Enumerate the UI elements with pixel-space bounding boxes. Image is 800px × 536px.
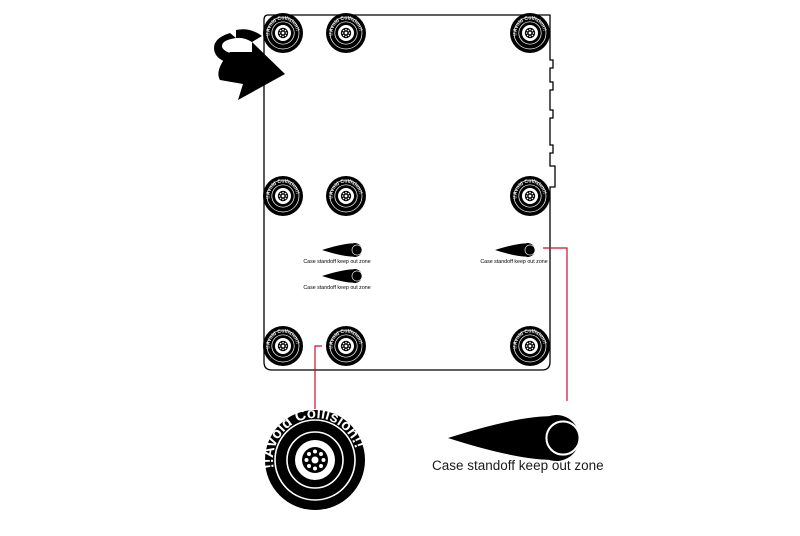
standoff-icon: !!Avoid Collision!! [260,321,303,366]
keepout-pin-icon [495,243,536,257]
keepout-label: Case standoff keep out zone [303,285,370,291]
board-outline [263,14,556,371]
keepout-label: Case standoff keep out zone [480,259,547,265]
standoff-callout-icon: !!Avoid Collision!! [243,382,372,510]
keepout-callout-icon [448,415,581,461]
leader-lines [314,247,568,409]
keepout-pin-icon [322,269,363,283]
rotate-arrow-icon [214,29,285,100]
keepout-pin-icon [322,243,363,257]
keepout-label: Case standoff keep out zone [303,259,370,265]
keepout-callout-label: Case standoff keep out zone [432,458,604,473]
standoff-icon: !!Avoid Collision!! [323,171,366,216]
standoff-group: !!Avoid Collision!!!!Avoid Collision!!!!… [260,8,550,366]
standoff-leader-line [314,345,322,409]
keepout-leader-line [543,247,568,401]
